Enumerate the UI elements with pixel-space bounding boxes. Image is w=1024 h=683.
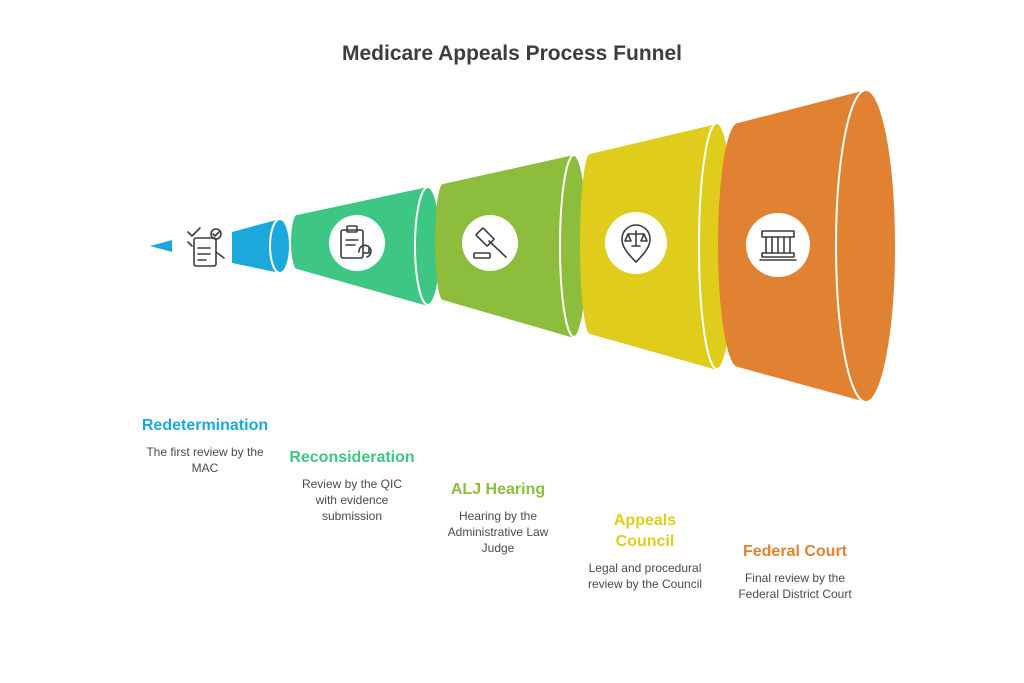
funnel-tip — [150, 240, 172, 252]
stage-description: Review by the QIC with evidence submissi… — [301, 477, 403, 523]
courthouse-icon — [746, 213, 810, 277]
scales-pin-icon — [605, 212, 667, 274]
stage-title: Redetermination — [141, 417, 269, 434]
stage-label-alj-hearing: ALJ Hearing Hearing by the Administrativ… — [428, 479, 568, 556]
gavel-icon — [462, 215, 518, 271]
stage-label-redetermination: Redetermination The first review by the … — [120, 415, 290, 476]
funnel-segment-federal-court — [718, 89, 897, 403]
stage-title: Reconsideration — [289, 449, 415, 466]
checklist-icon — [187, 227, 225, 267]
stage-description: Final review by the Federal District Cou… — [738, 571, 852, 601]
stage-label-appeals-council: Appeals Council Legal and procedural rev… — [578, 510, 712, 592]
stage-description: Hearing by the Administrative Law Judge — [447, 509, 549, 555]
funnel-segment-redetermination — [232, 218, 291, 274]
diagram-title: Medicare Appeals Process Funnel — [341, 42, 682, 65]
stage-title: Appeals Council — [613, 512, 677, 550]
stage-label-federal-court: Federal Court Final review by the Federa… — [722, 541, 868, 602]
stage-description: The first review by the MAC — [146, 445, 264, 475]
stage-title: ALJ Hearing — [450, 481, 546, 498]
clipboard-refresh-icon — [329, 215, 385, 271]
stage-label-reconsideration: Reconsideration Review by the QIC with e… — [270, 447, 434, 524]
stage-title: Federal Court — [742, 543, 847, 560]
stage-description: Legal and procedural review by the Counc… — [587, 561, 703, 591]
